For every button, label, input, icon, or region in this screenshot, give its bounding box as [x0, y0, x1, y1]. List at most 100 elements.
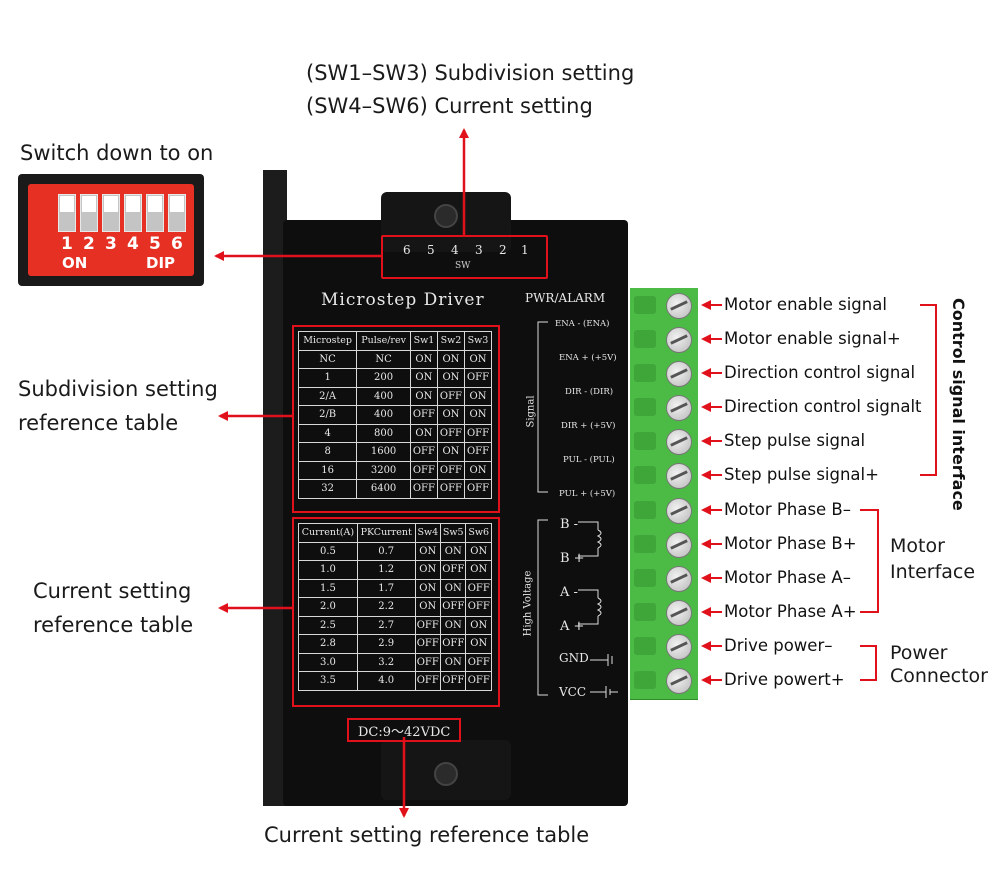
terminal-label: Drive power– — [724, 636, 833, 655]
table-cell: ON — [465, 634, 492, 654]
dip-number: 4 — [127, 234, 139, 254]
terminal-block — [630, 629, 698, 666]
motor-pin-label: A + — [560, 619, 585, 634]
dip-number: 3 — [105, 234, 117, 254]
power-bracket — [860, 645, 877, 681]
mount-screw-icon — [434, 204, 458, 228]
subdivision-annotation-line1: Subdivision setting — [18, 377, 218, 401]
signal-pin-label: ENA + (+5V) — [559, 353, 617, 363]
terminal-label: Motor Phase B+ — [724, 534, 857, 553]
dip-toggle — [102, 194, 120, 232]
table-cell: OFF — [463, 479, 493, 499]
dip-on-label: ON — [62, 254, 88, 272]
terminal-block — [630, 527, 698, 564]
terminal-block — [630, 322, 698, 359]
terminal-screw-icon — [666, 498, 692, 524]
top-annotation-line2: (SW4–SW6) Current setting — [306, 94, 593, 118]
signal-pin-label: PUL + (+5V) — [559, 489, 616, 499]
terminal-block — [630, 356, 698, 393]
control-bracket — [920, 304, 937, 476]
top-annotation-line1: (SW1–SW3) Subdivision setting — [306, 61, 635, 85]
table-cell: ON — [440, 615, 467, 635]
current-table-frame — [292, 517, 500, 707]
terminal-label: Step pulse signal+ — [724, 465, 879, 484]
terminal-block — [630, 493, 698, 530]
signal-pin-label: DIR - (DIR) — [565, 387, 614, 397]
driver-title: Microstep Driver — [321, 290, 485, 310]
terminal-block — [630, 663, 698, 700]
power-pin-label: GND — [559, 651, 589, 665]
dip-number: 2 — [83, 234, 95, 254]
motor-bracket — [860, 509, 879, 613]
dip-dip-label: DIP — [146, 254, 176, 272]
table-cell: OFF — [440, 597, 467, 617]
terminal-label: Direction control signalt — [724, 397, 922, 416]
dip-annotation: Switch down to on — [20, 141, 214, 165]
mount-screw-icon — [434, 762, 458, 786]
current-annotation-line2: reference table — [33, 613, 194, 637]
power-group-label-line2: Connector — [890, 665, 988, 687]
dc-voltage-label: DC:9～42VDC — [358, 725, 451, 740]
dip-toggle — [146, 194, 164, 232]
sw-label: SW — [455, 261, 471, 271]
dip-toggle — [80, 194, 98, 232]
dip-switch-inset: 1 2 3 4 5 6 ON DIP — [18, 174, 204, 286]
table-cell: OFF — [465, 671, 492, 691]
pwr-alarm-label: PWR/ALARM — [525, 291, 606, 305]
terminal-label: Drive powert+ — [724, 670, 845, 689]
dip-number: 1 — [61, 234, 73, 254]
table-cell: 2.0 — [298, 597, 358, 617]
subdivision-annotation-line2: reference table — [18, 411, 179, 435]
terminal-label: Direction control signal — [724, 363, 916, 382]
subdivision-table-frame — [292, 325, 500, 513]
sw-number: 4 — [451, 243, 459, 257]
sw-number: 2 — [499, 243, 507, 257]
motor-group-label-line2: Interface — [890, 561, 976, 583]
terminal-label: Motor Phase B– — [724, 500, 852, 519]
terminal-screw-icon — [666, 293, 692, 319]
terminal-screw-icon — [666, 600, 692, 626]
terminal-block — [630, 595, 698, 632]
signal-pin-label: ENA - (ENA) — [555, 319, 610, 329]
terminal-block — [630, 458, 698, 495]
motor-pin-label: B - — [560, 517, 579, 532]
terminal-screw-icon — [666, 361, 692, 387]
dip-number: 5 — [149, 234, 161, 254]
table-cell: OFF — [440, 671, 467, 691]
sw-number: 5 — [427, 243, 435, 257]
motor-pin-label: B + — [560, 551, 585, 566]
terminal-block — [630, 561, 698, 598]
terminal-screw-icon — [666, 463, 692, 489]
motor-pin-label: A - — [560, 585, 578, 600]
terminal-label: Motor enable signal — [724, 295, 887, 314]
terminal-screw-icon — [666, 566, 692, 592]
table-cell: OFF — [465, 578, 492, 598]
signal-pin-label: DIR + (+5V) — [561, 421, 616, 431]
mounting-tab-bottom — [381, 740, 511, 800]
stepper-driver: 6 5 4 3 2 1 SW Microstep Driver PWR/ALAR… — [263, 170, 633, 806]
terminal-label: Motor Phase A– — [724, 568, 851, 587]
power-group-label-line1: Power — [890, 642, 948, 664]
motor-group-label-line1: Motor — [890, 535, 945, 557]
bottom-annotation: Current setting reference table — [264, 823, 590, 847]
terminal-block — [630, 390, 698, 427]
sw-number: 1 — [521, 243, 529, 257]
terminal-screw-icon — [666, 532, 692, 558]
dip-toggle — [124, 194, 142, 232]
power-pin-label: VCC — [559, 685, 587, 699]
terminal-label: Motor Phase A+ — [724, 602, 857, 621]
dip-toggle — [58, 194, 76, 232]
terminal-label: Step pulse signal — [724, 431, 866, 450]
terminal-label: Motor enable signal+ — [724, 329, 901, 348]
